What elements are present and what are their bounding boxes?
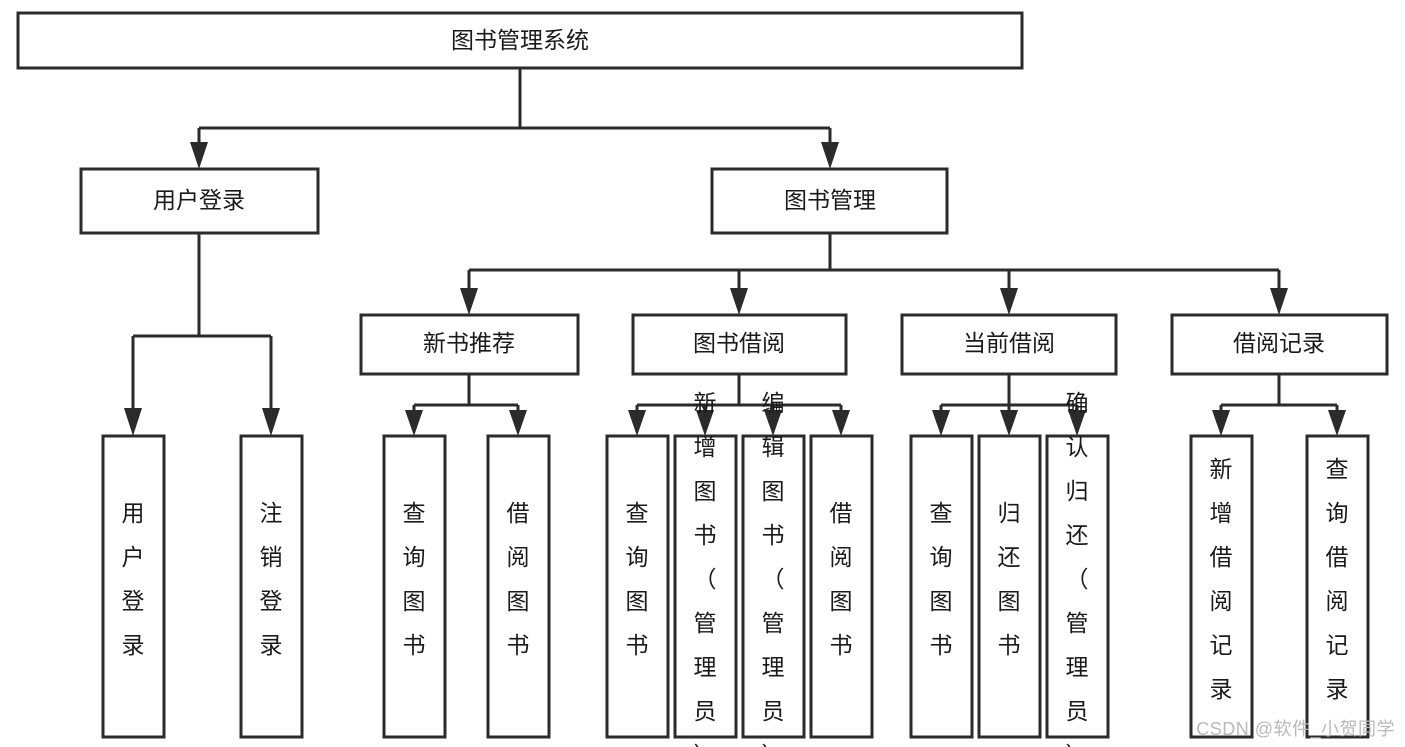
node-leaf-confirm-return-label: 确认归还（管理员） <box>1066 390 1089 747</box>
node-current-borrow-label: 当前借阅 <box>963 330 1055 356</box>
csdn-watermark: CSDN @软件_小贺同学 <box>1196 719 1395 739</box>
arrow-cb-leaf2 <box>1000 410 1018 436</box>
node-root-box[interactable] <box>16 11 1024 70</box>
arrow-bm-to-current <box>1000 288 1018 315</box>
arrow-br-leaf1 <box>1212 410 1230 436</box>
node-book-manage[interactable]: 图书管理 <box>710 167 949 235</box>
node-leaf-query-book-1[interactable]: 查询图书 <box>382 434 447 739</box>
node-leaf-edit-book-label: 编辑图书（管理员） <box>762 390 785 747</box>
arrow-nb-leaf2 <box>509 410 527 436</box>
node-current-borrow-box[interactable] <box>900 313 1118 376</box>
node-leaf-borrow-book-1-box[interactable] <box>486 434 551 739</box>
node-leaf-borrow-book-2-label: 借阅图书 <box>830 500 853 658</box>
node-leaf-return-book[interactable]: 归还图书 <box>977 434 1042 739</box>
arrow-root-to-user-login <box>190 142 208 169</box>
node-leaf-query-book-3-box[interactable] <box>909 434 974 739</box>
node-leaf-return-book-label: 归还图书 <box>998 500 1021 658</box>
arrow-ul-leaf1 <box>124 408 142 436</box>
arrow-br-leaf2 <box>1328 410 1346 436</box>
node-leaf-query-book-2-box[interactable] <box>605 434 670 739</box>
node-user-login-box[interactable] <box>79 167 320 235</box>
node-leaf-add-book[interactable]: 新增图书（管理员） <box>673 390 738 747</box>
node-leaf-query-book-1-box[interactable] <box>382 434 447 739</box>
node-book-borrow[interactable]: 图书借阅 <box>631 313 848 376</box>
arrow-bm-to-borrow <box>730 288 748 315</box>
node-leaf-user-logout-label: 注销登录 <box>260 500 283 658</box>
node-new-book-rec[interactable]: 新书推荐 <box>359 313 580 376</box>
node-leaf-query-book-1-label: 查询图书 <box>403 500 426 658</box>
node-new-book-rec-box[interactable] <box>359 313 580 376</box>
node-leaf-edit-book-box[interactable] <box>741 434 806 739</box>
node-leaf-query-book-2-label: 查询图书 <box>626 500 649 658</box>
node-root[interactable]: 图书管理系统 <box>16 11 1024 70</box>
node-leaf-query-book-3-label: 查询图书 <box>930 500 953 658</box>
node-leaf-user-logout[interactable]: 注销登录 <box>239 434 304 739</box>
arrow-root-to-book-manage <box>821 142 839 169</box>
node-leaf-add-book-label: 新增图书（管理员） <box>694 390 717 747</box>
node-leaf-add-record[interactable]: 新增借阅记录 <box>1189 434 1254 739</box>
node-borrow-record-label: 借阅记录 <box>1233 330 1325 356</box>
node-book-borrow-box[interactable] <box>631 313 848 376</box>
node-leaf-return-book-box[interactable] <box>977 434 1042 739</box>
arrow-ul-leaf2 <box>262 408 280 436</box>
node-new-book-rec-label: 新书推荐 <box>423 330 515 356</box>
node-book-borrow-label: 图书借阅 <box>693 330 785 356</box>
arrow-nb-leaf1 <box>405 410 423 436</box>
node-leaf-add-record-box[interactable] <box>1189 434 1254 739</box>
arrow-cb-leaf3 <box>1068 410 1086 436</box>
arrow-bb-leaf4 <box>832 410 850 436</box>
connector-layer <box>124 68 1346 436</box>
node-current-borrow[interactable]: 当前借阅 <box>900 313 1118 376</box>
node-user-login[interactable]: 用户登录 <box>79 167 320 235</box>
arrow-bm-to-record <box>1270 288 1288 315</box>
node-leaf-edit-book[interactable]: 编辑图书（管理员） <box>741 390 806 747</box>
node-leaf-query-book-3[interactable]: 查询图书 <box>909 434 974 739</box>
node-leaf-query-record-label: 查询借阅记录 <box>1326 456 1349 702</box>
node-book-manage-box[interactable] <box>710 167 949 235</box>
node-leaf-user-logout-box[interactable] <box>239 434 304 739</box>
arrow-cb-leaf1 <box>932 410 950 436</box>
node-leaf-borrow-book-2-box[interactable] <box>809 434 874 739</box>
node-leaf-add-book-box[interactable] <box>673 434 738 739</box>
node-leaf-borrow-book-2[interactable]: 借阅图书 <box>809 434 874 739</box>
node-borrow-record-box[interactable] <box>1170 313 1389 376</box>
node-leaf-query-record-box[interactable] <box>1305 434 1370 739</box>
node-leaf-query-record[interactable]: 查询借阅记录 <box>1305 434 1370 739</box>
node-leaf-query-book-2[interactable]: 查询图书 <box>605 434 670 739</box>
arrow-bm-to-newbook <box>460 288 478 315</box>
node-leaf-confirm-return[interactable]: 确认归还（管理员） <box>1045 390 1110 747</box>
node-user-login-label: 用户登录 <box>153 187 245 213</box>
node-borrow-record[interactable]: 借阅记录 <box>1170 313 1389 376</box>
node-leaf-user-login[interactable]: 用户登录 <box>101 434 166 739</box>
node-root-label: 图书管理系统 <box>451 27 589 53</box>
node-leaf-add-record-label: 新增借阅记录 <box>1210 456 1233 702</box>
node-leaf-borrow-book-1[interactable]: 借阅图书 <box>486 434 551 739</box>
arrow-bb-leaf1 <box>628 410 646 436</box>
arrow-bb-leaf2 <box>696 410 714 436</box>
node-leaf-user-login-label: 用户登录 <box>122 500 145 658</box>
node-leaf-borrow-book-1-label: 借阅图书 <box>507 500 530 658</box>
node-leaf-user-login-box[interactable] <box>101 434 166 739</box>
arrow-bb-leaf3 <box>764 410 782 436</box>
node-book-manage-label: 图书管理 <box>784 187 876 213</box>
node-leaf-confirm-return-box[interactable] <box>1045 434 1110 739</box>
